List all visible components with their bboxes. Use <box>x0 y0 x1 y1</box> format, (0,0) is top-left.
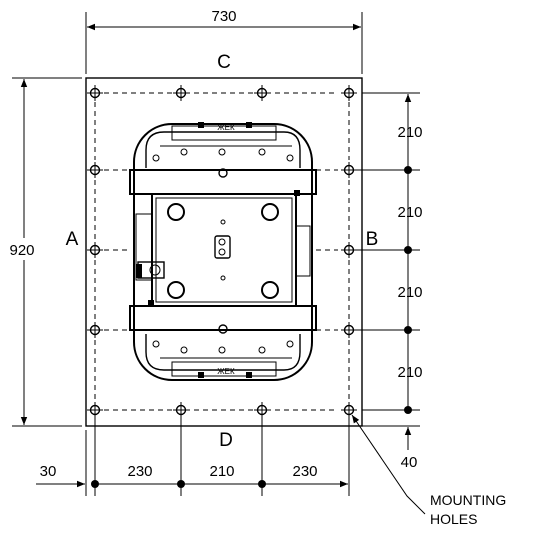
mounting-hole <box>173 85 189 101</box>
mounting-hole <box>87 85 103 101</box>
overall-width-label: 730 <box>211 8 236 25</box>
bottom-edge-offset-label: 40 <box>401 454 418 471</box>
mounting-hole <box>341 402 357 418</box>
mounting-hole <box>87 322 103 338</box>
mounting-hole <box>173 402 189 418</box>
right-spacing-label-2: 210 <box>397 204 422 221</box>
overall-width-dimension: 730 <box>85 8 363 74</box>
overall-height-label: 920 <box>9 242 34 259</box>
mounting-hole <box>87 162 103 178</box>
device-mark-bottom: ЖЕК <box>217 367 235 376</box>
bottom-spacing-label-2: 210 <box>209 463 234 480</box>
right-spacing-label-1: 210 <box>397 124 422 141</box>
mounting-hole <box>341 85 357 101</box>
mounting-hole <box>341 242 357 258</box>
mounting-holes-callout: MOUNTING HOLES <box>351 414 506 527</box>
side-label-top: C <box>217 52 231 73</box>
bottom-spacing-label-1: 230 <box>127 463 152 480</box>
bottom-spacing-dimension: 30 230 210 230 <box>36 416 350 496</box>
base-plate-outline <box>85 77 363 427</box>
left-edge-offset-label: 30 <box>40 463 57 480</box>
mounting-hole-grid <box>87 85 357 418</box>
hole-center-lines <box>94 92 350 411</box>
right-spacing-dimension: 210 210 210 210 40 <box>355 92 423 471</box>
mounting-hole <box>254 85 270 101</box>
overall-height-dimension: 920 <box>4 77 82 427</box>
mounting-holes-note-line2: HOLES <box>430 511 477 527</box>
side-label-bottom: D <box>219 430 233 451</box>
device-body: ЖЕК ЖЕК <box>129 122 317 381</box>
side-label-left: A <box>66 229 79 250</box>
right-spacing-label-4: 210 <box>397 364 422 381</box>
mounting-hole <box>87 242 103 258</box>
mounting-hole <box>341 322 357 338</box>
right-spacing-label-3: 210 <box>397 284 422 301</box>
mounting-hole <box>87 402 103 418</box>
bottom-spacing-label-3: 230 <box>292 463 317 480</box>
side-label-right: B <box>366 229 379 250</box>
device-mark-top: ЖЕК <box>217 123 235 132</box>
mounting-hole <box>254 402 270 418</box>
mounting-hole <box>341 162 357 178</box>
mounting-holes-note-line1: MOUNTING <box>430 492 506 508</box>
